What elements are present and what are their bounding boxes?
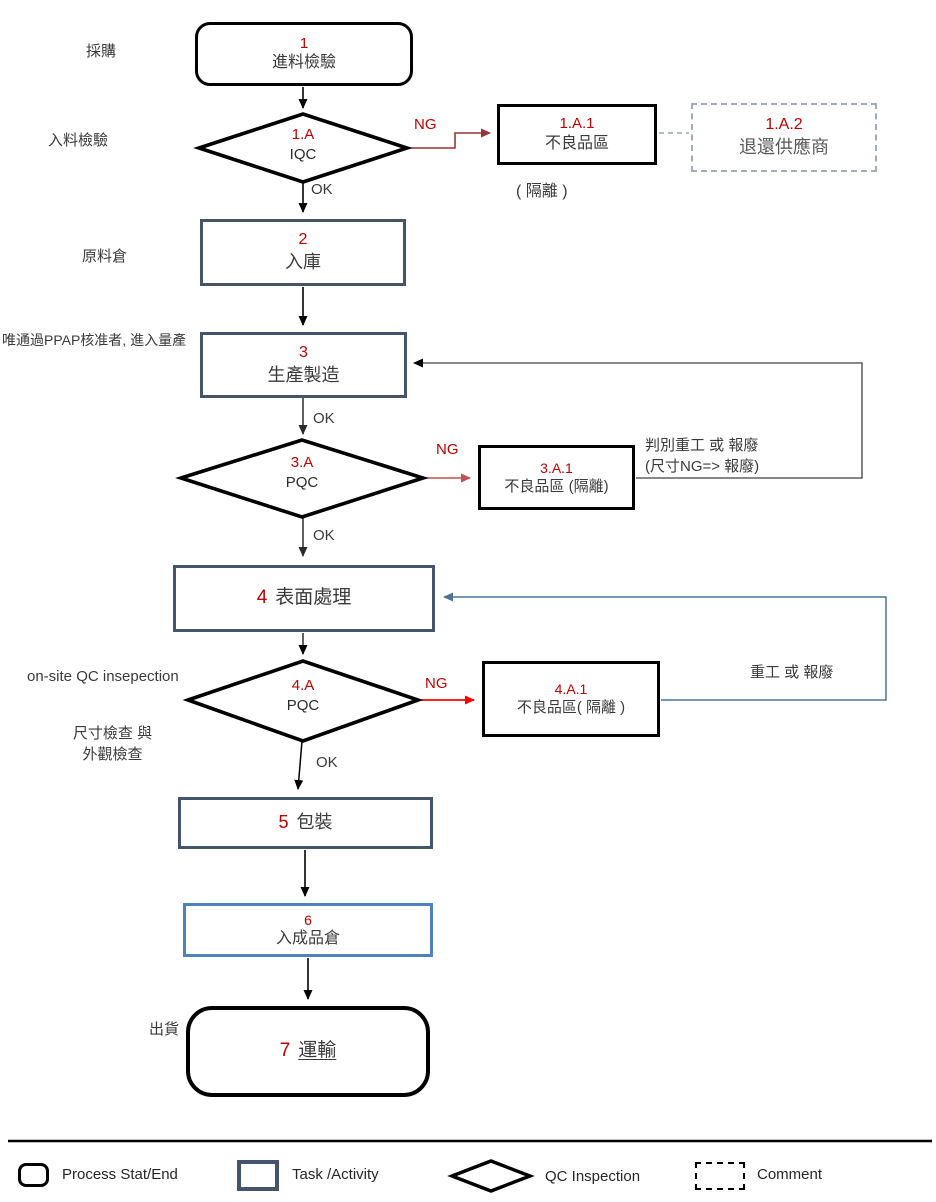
diamond-4a-text: 4.A PQC <box>253 676 353 715</box>
diamond-3a-pqc <box>175 438 429 519</box>
edge-label-ng-3: NG <box>436 441 459 458</box>
note-rework-or-scrap: 重工 或 報廢 <box>750 664 834 681</box>
label-dimension-check-line2: 外觀檢查 <box>82 746 143 763</box>
legend-task-icon <box>237 1160 279 1191</box>
legend-process-label: Process Stat/End <box>62 1166 178 1183</box>
node-4-number: 4 <box>256 587 268 609</box>
legend-task-label: Task /Activity <box>292 1166 379 1183</box>
edge-label-ok-3: OK <box>313 527 335 544</box>
node-3-number: 3 <box>299 343 308 361</box>
label-ppap-note: 唯通過PPAP核准者, 進入量產 <box>2 332 187 348</box>
node-1a1-defect-area: 1.A.1 不良品區 <box>497 104 657 165</box>
legend-process-icon <box>18 1163 49 1187</box>
node-6-label: 入成品倉 <box>275 929 340 947</box>
node-1a1-label: 不良品區 <box>544 134 609 152</box>
edge-d1a-ng-to-n1a1 <box>406 128 491 149</box>
label-shipping: 出貨 <box>149 1021 180 1038</box>
label-incoming-inspection: 入料檢驗 <box>48 132 109 149</box>
diamond-3a-label: PQC <box>285 473 319 491</box>
node-1a2-return-to-supplier: 1.A.2 退還供應商 <box>691 103 877 172</box>
edge-label-ok-4: OK <box>316 754 338 771</box>
note-isolation: ( 隔離 ) <box>516 183 568 200</box>
node-2-number: 2 <box>298 231 308 249</box>
loop-n3a1-to-n3 <box>413 358 863 479</box>
node-5-packaging: 5 包裝 <box>178 797 433 849</box>
node-3-production: 3 生產製造 <box>200 332 407 398</box>
node-2-label: 入庫 <box>285 252 321 273</box>
node-3-label: 生產製造 <box>267 364 340 385</box>
node-1a2-label: 退還供應商 <box>739 137 829 158</box>
label-raw-material-warehouse: 原料倉 <box>82 248 128 265</box>
node-2-warehousing: 2 入庫 <box>200 219 406 286</box>
node-5-number: 5 <box>278 812 289 833</box>
diamond-3a-number: 3.A <box>290 454 314 471</box>
loop-n4a1-to-n4 <box>443 592 887 701</box>
node-4-label: 表面處理 <box>275 587 352 609</box>
diamond-1a-label: IQC <box>289 145 317 163</box>
node-6-finished-goods-warehouse: 6 入成品倉 <box>183 903 433 957</box>
node-4a1-label: 不良品區( 隔離 ) <box>516 699 626 717</box>
legend-qc-label: QC Inspection <box>545 1168 641 1185</box>
edge-label-ng-4: NG <box>425 675 448 692</box>
node-7-label: 運輸 <box>298 1040 337 1062</box>
diamond-3a-text: 3.A PQC <box>252 453 352 492</box>
label-dimension-check-line1: 尺寸檢查 與 <box>72 725 153 742</box>
node-5-label: 包裝 <box>296 812 333 833</box>
node-7-number: 7 <box>279 1040 291 1062</box>
legend-comment-label: Comment <box>757 1166 823 1183</box>
label-purchasing: 採購 <box>86 43 117 60</box>
node-7-transport: 7 運輸 <box>186 1006 430 1097</box>
note-rework-decide-line2: (尺寸NG=> 報廢) <box>645 457 760 475</box>
diamond-4a-pqc <box>182 659 424 743</box>
edge-d4a-to-n5 <box>294 740 304 790</box>
node-4a1-number: 4.A.1 <box>554 681 588 698</box>
node-3a1-label: 不良品區 (隔離) <box>504 477 609 495</box>
edge-label-ok-2: OK <box>313 410 335 427</box>
diamond-4a-label: PQC <box>286 696 320 714</box>
diamond-1a-iqc <box>193 112 413 184</box>
diamond-4a-number: 4.A <box>291 677 315 694</box>
node-4-surface-treatment: 4 表面處理 <box>173 565 435 632</box>
node-3a1-number: 3.A.1 <box>540 459 573 476</box>
node-4a1-defect-area: 4.A.1 不良品區( 隔離 ) <box>482 661 660 737</box>
diamond-1a-number: 1.A <box>291 126 315 143</box>
node-1a2-number: 1.A.2 <box>765 116 803 134</box>
legend-comment-icon <box>695 1162 745 1190</box>
edge-label-ng-1: NG <box>414 116 437 133</box>
node-1-incoming-material-inspection: 1 進料檢驗 <box>195 22 413 86</box>
label-onsite-qc: on-site QC insepection <box>27 668 179 685</box>
note-rework-decide-line1: 判別重工 或 報廢 <box>645 437 759 454</box>
edge-label-ok-1: OK <box>311 181 333 198</box>
node-3a1-defect-area: 3.A.1 不良品區 (隔離) <box>478 445 635 510</box>
legend-qc-diamond-icon <box>447 1159 535 1193</box>
note-rework-decide: 判別重工 或 報廢 (尺寸NG=> 報廢) <box>645 436 759 477</box>
node-6-number: 6 <box>304 912 312 928</box>
node-1-number: 1 <box>299 34 309 52</box>
node-1a1-number: 1.A.1 <box>559 115 595 133</box>
label-dimension-check: 尺寸檢查 與 外觀檢查 <box>45 722 180 764</box>
diamond-1a-text: 1.A IQC <box>253 125 353 164</box>
node-1-label: 進料檢驗 <box>271 54 336 72</box>
